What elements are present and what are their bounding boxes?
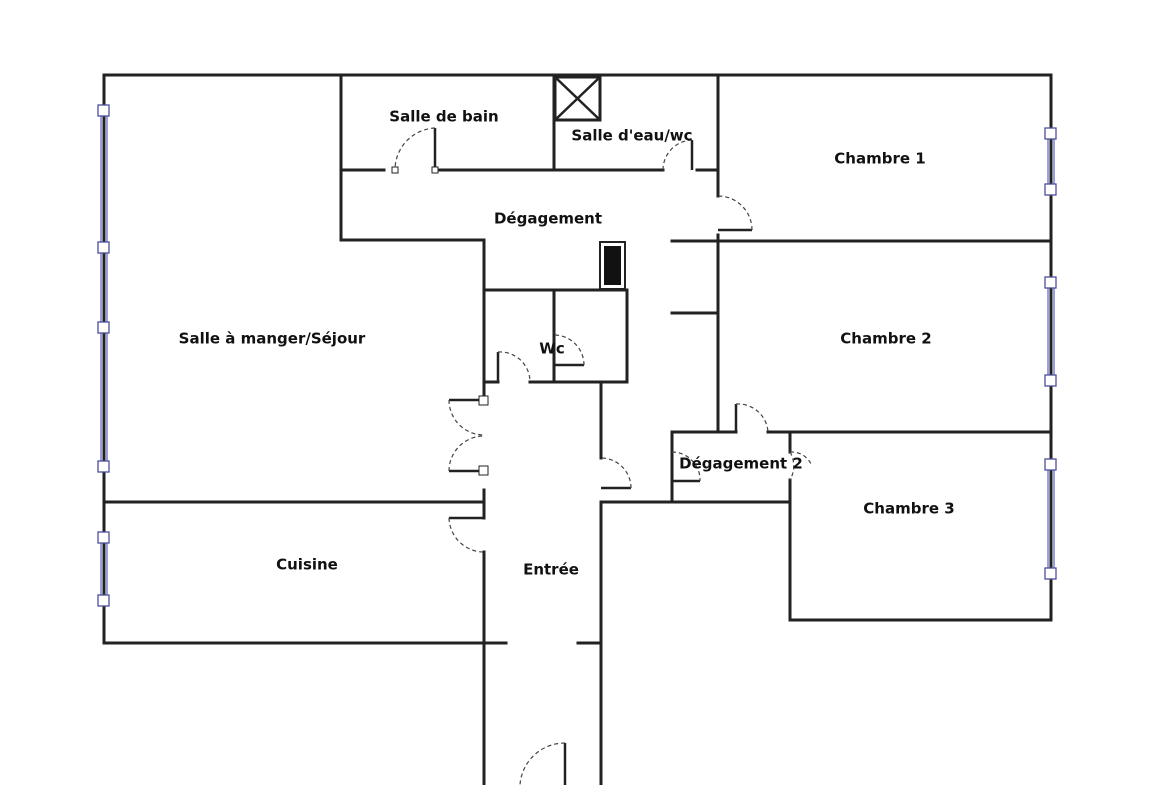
door-sejour-double — [448, 395, 489, 476]
window-post — [97, 321, 110, 334]
door-placard — [671, 451, 701, 483]
door-chambre-3 — [789, 451, 813, 481]
window-post — [97, 531, 110, 544]
boiler-block — [599, 241, 626, 290]
window-post — [1044, 458, 1057, 471]
label-salle-de-bain: Salle de bain — [389, 108, 498, 126]
room-labels: Salle de bain Salle d'eau/wc Chambre 1 D… — [179, 108, 955, 579]
interior-walls — [102, 73, 1053, 645]
door-wc — [496, 351, 531, 383]
window-post — [1044, 276, 1057, 289]
window-post — [1044, 374, 1057, 387]
window-post — [1044, 567, 1057, 580]
door-chambre-1 — [717, 195, 753, 232]
window-post — [97, 594, 110, 607]
ventilation-shaft — [553, 75, 602, 122]
label-cuisine: Cuisine — [276, 556, 338, 574]
door-entree — [519, 742, 567, 785]
label-entree: Entrée — [523, 561, 579, 579]
label-degagement: Dégagement — [494, 210, 602, 228]
window-post — [1044, 183, 1057, 196]
doors — [391, 127, 813, 785]
label-chambre-2: Chambre 2 — [840, 330, 931, 348]
label-chambre-1: Chambre 1 — [834, 150, 925, 168]
label-degagement-2: Dégagement 2 — [679, 455, 803, 473]
label-wc: Wc — [539, 340, 564, 358]
window-post — [97, 460, 110, 473]
label-salle-eau-wc: Salle d'eau/wc — [571, 127, 692, 145]
label-chambre-3: Chambre 3 — [863, 500, 954, 518]
door-wc-inner — [553, 334, 585, 367]
window-post — [97, 104, 110, 117]
door-salle-de-bain — [391, 127, 439, 174]
label-sejour: Salle à manger/Séjour — [179, 330, 366, 348]
window-post — [97, 241, 110, 254]
door-chambre-2 — [734, 403, 769, 433]
door-salle-eau — [662, 139, 694, 171]
window-post — [1044, 127, 1057, 140]
door-degagement-2 — [600, 457, 632, 490]
door-cuisine — [448, 516, 485, 553]
windows — [97, 104, 1057, 607]
outer-walls — [102, 73, 1053, 785]
